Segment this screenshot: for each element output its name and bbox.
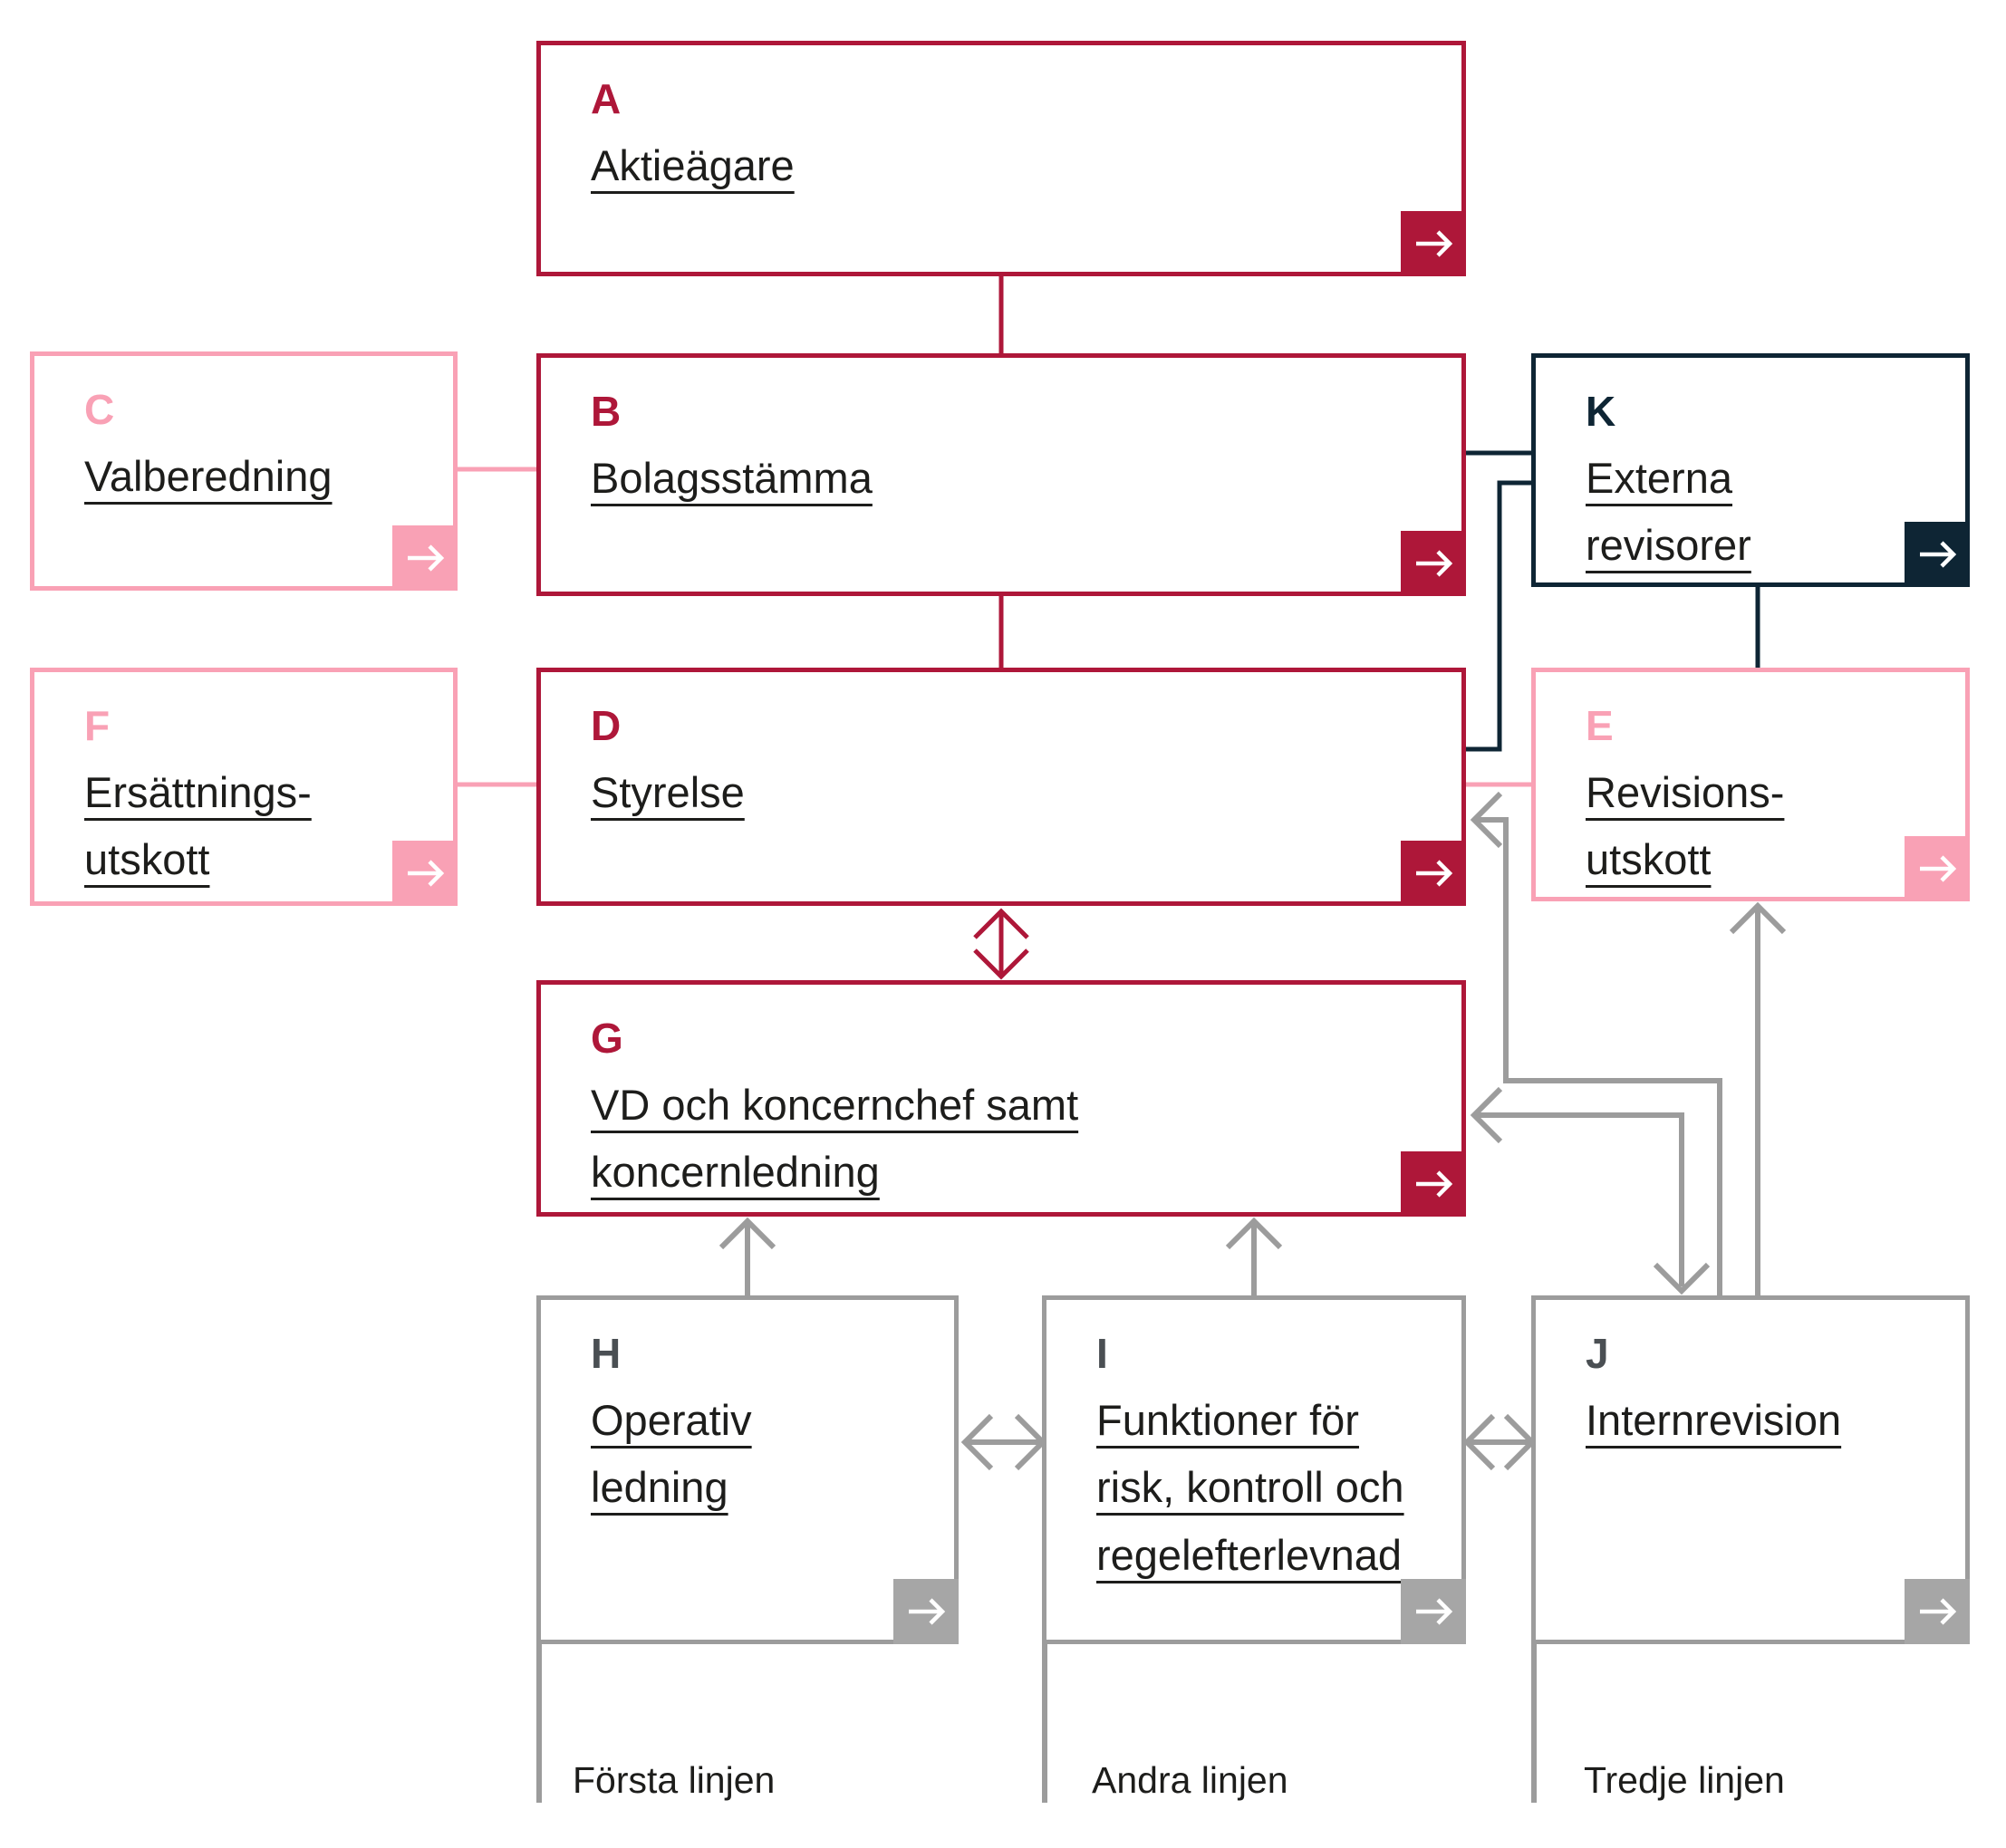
arrow-right-icon[interactable]	[392, 841, 458, 906]
connector-d-g-double-arrow	[973, 908, 1029, 980]
box-letter: H	[591, 1330, 622, 1377]
box-vd-och-koncernledning[interactable]: G VD och koncernchef samt koncernledning	[536, 980, 1466, 1217]
box-valberedning[interactable]: C Valberedning	[30, 351, 458, 591]
arrow-right-icon[interactable]	[1905, 836, 1970, 901]
box-title-link[interactable]: Styrelse	[591, 768, 745, 816]
box-bolagsstamma[interactable]: B Bolagsstämma	[536, 353, 1466, 596]
box-letter: G	[591, 1015, 623, 1062]
arrow-right-icon[interactable]	[1401, 211, 1466, 276]
arrow-right-icon[interactable]	[1401, 1579, 1466, 1644]
box-title-link[interactable]: VD och koncernchef samt koncernledning	[591, 1081, 1079, 1197]
box-title-link[interactable]: Valberedning	[84, 452, 333, 500]
box-letter: B	[591, 388, 622, 435]
box-title-link[interactable]: Aktieägare	[591, 141, 795, 189]
box-title-link[interactable]: Funktioner för risk, kontroll och regele…	[1096, 1396, 1404, 1579]
box-letter: J	[1586, 1330, 1609, 1377]
arrow-right-icon[interactable]	[1401, 1151, 1466, 1217]
box-letter: F	[84, 702, 111, 749]
arrow-right-icon[interactable]	[893, 1579, 959, 1644]
arrow-right-icon[interactable]	[392, 525, 458, 591]
box-externa-revisorer[interactable]: K Externa revisorer	[1531, 353, 1970, 587]
box-styrelse[interactable]: D Styrelse	[536, 668, 1466, 906]
connector-j-e-arrow	[1729, 901, 1787, 1295]
box-title-link[interactable]: Ersättnings- utskott	[84, 768, 312, 884]
box-aktieagare[interactable]: A Aktieägare	[536, 41, 1466, 276]
box-internrevision[interactable]: J Internrevision	[1531, 1295, 1970, 1644]
box-letter: E	[1586, 702, 1614, 749]
label-andra-linjen: Andra linjen	[1092, 1759, 1288, 1801]
box-title-link[interactable]: Bolagsstämma	[591, 454, 873, 502]
connector-g-j-double-arrow	[1470, 1086, 1711, 1295]
arrow-right-icon[interactable]	[1401, 531, 1466, 596]
arrow-right-icon[interactable]	[1401, 841, 1466, 906]
box-operativ-ledning[interactable]: H Operativ ledning	[536, 1295, 959, 1644]
box-ersattningsutskott[interactable]: F Ersättnings- utskott	[30, 668, 458, 906]
box-letter: I	[1096, 1330, 1108, 1377]
arrow-right-icon[interactable]	[1905, 522, 1970, 587]
label-tredje-linjen: Tredje linjen	[1584, 1759, 1785, 1801]
box-revisionsutskott[interactable]: E Revisions- utskott	[1531, 668, 1970, 901]
connector-i-g-arrow	[1225, 1217, 1283, 1295]
box-letter: D	[591, 702, 622, 749]
box-title-link[interactable]: Internrevision	[1586, 1396, 1842, 1444]
box-letter: A	[591, 75, 622, 122]
box-letter: C	[84, 386, 115, 433]
connector-h-i-double-arrow	[960, 1413, 1047, 1471]
box-title-link[interactable]: Operativ ledning	[591, 1396, 752, 1512]
box-title-link[interactable]: Revisions- utskott	[1586, 768, 1785, 884]
label-forsta-linjen: Första linjen	[573, 1759, 776, 1801]
box-risk-kontroll-regelefterlevnad[interactable]: I Funktioner för risk, kontroll och rege…	[1042, 1295, 1466, 1644]
connector-k-d	[1466, 480, 1531, 752]
box-letter: K	[1586, 388, 1616, 435]
arrow-right-icon[interactable]	[1905, 1579, 1970, 1644]
connector-h-g-arrow	[718, 1217, 776, 1295]
box-title-link[interactable]: Externa revisorer	[1586, 454, 1751, 570]
connector-i-j-double-arrow	[1462, 1413, 1537, 1471]
connector-j-d-arrow	[1470, 791, 1722, 1295]
